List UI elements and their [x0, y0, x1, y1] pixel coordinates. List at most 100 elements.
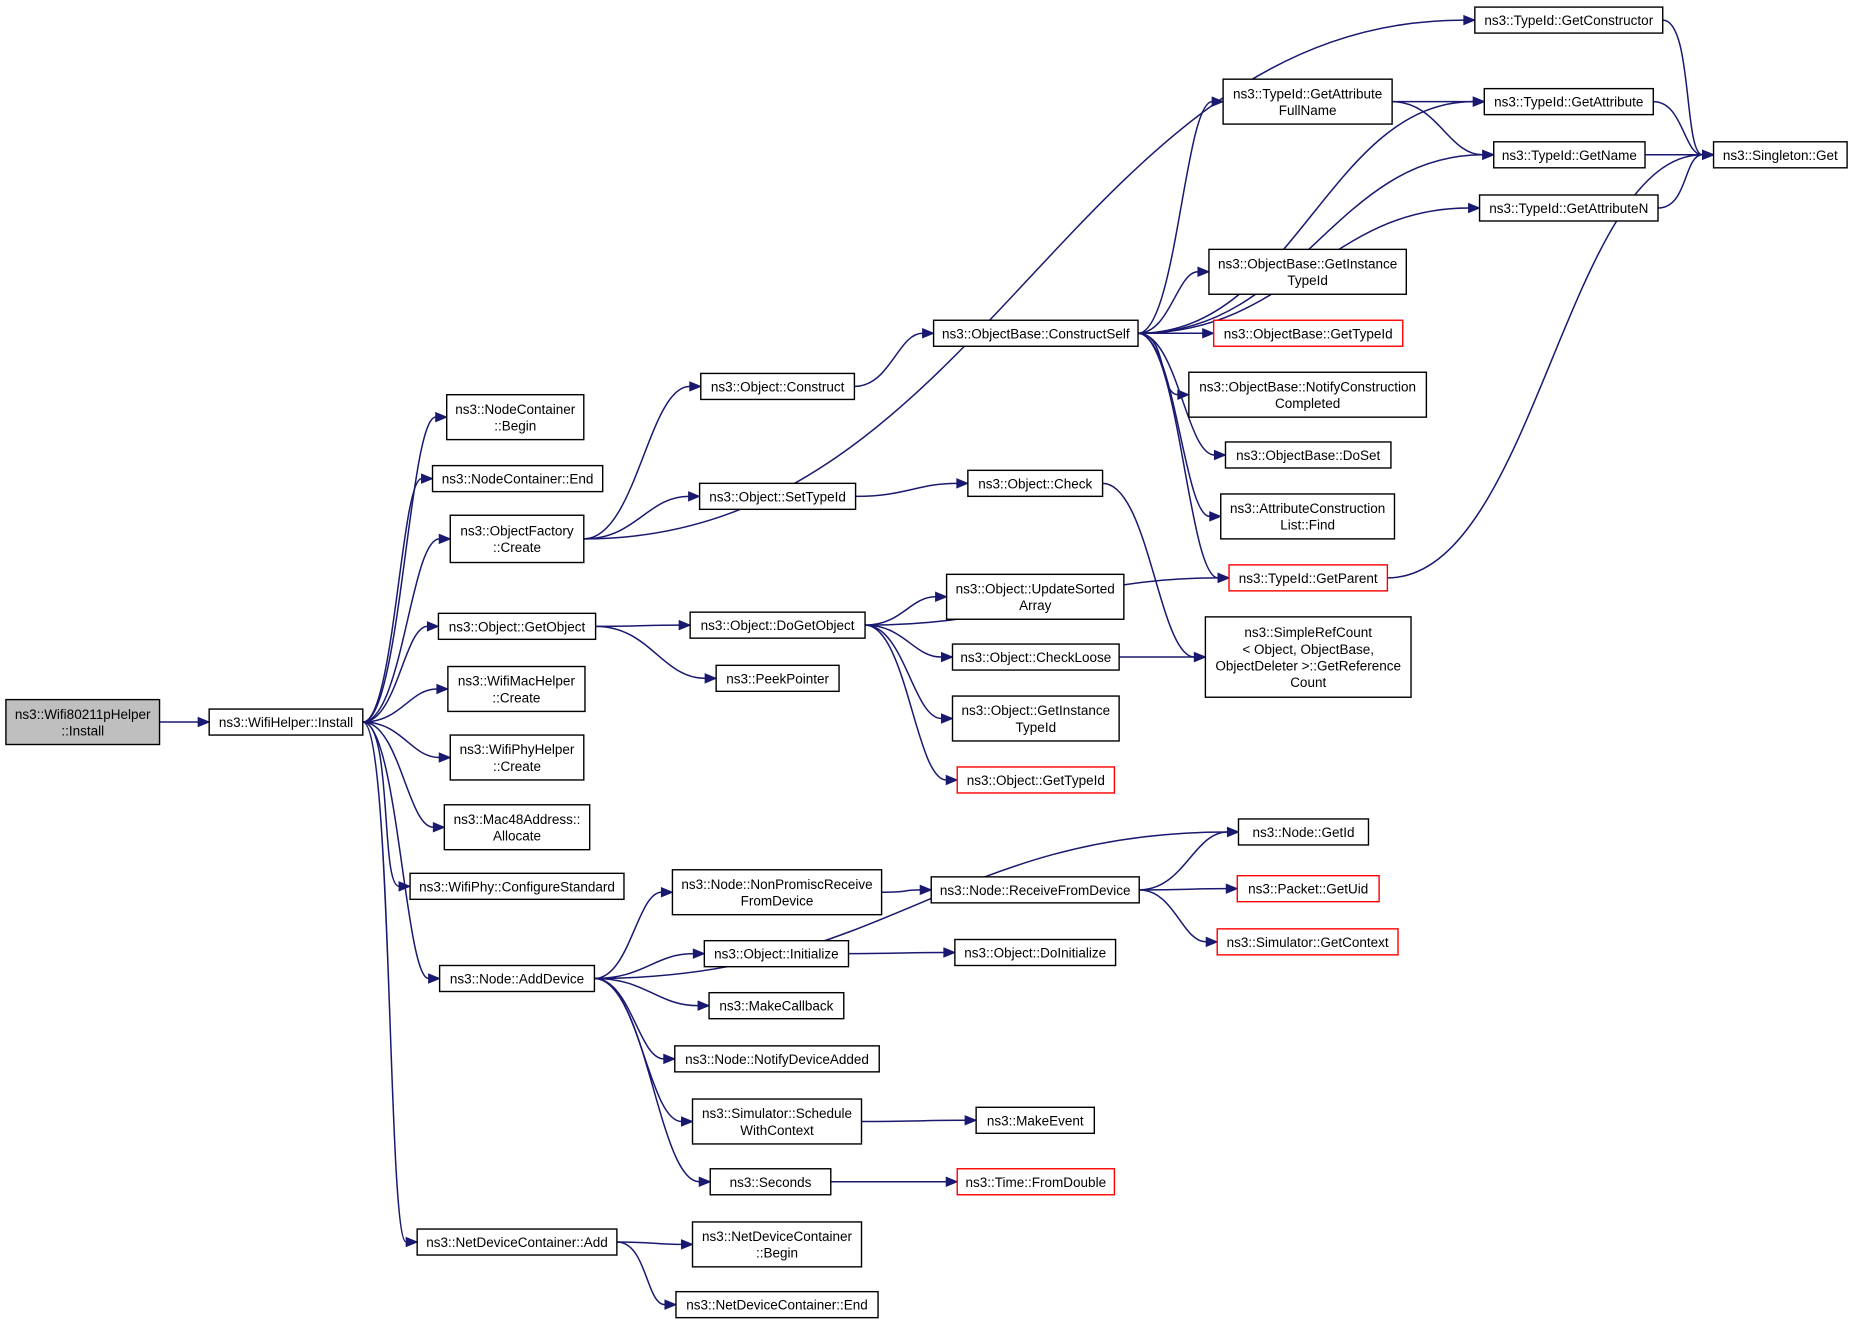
call-edges	[159, 14, 1715, 1310]
edge-object-dogetobject-to-object-updatesortedarray	[865, 596, 936, 626]
node-netdevicecontainer-end[interactable]: ns3::NetDeviceContainer::End	[675, 1290, 879, 1319]
function-nodes: ns3::Wifi80211pHelper::Install ns3::WifiH…	[5, 6, 1848, 1319]
node-box	[1220, 493, 1396, 540]
node-object-gettypeid[interactable]: ns3::Object::GetTypeId	[956, 766, 1116, 794]
node-objectbase-notifyconstructioncompleted[interactable]: ns3::ObjectBase::NotifyConstructionCompl…	[1188, 371, 1428, 418]
arrowhead	[438, 533, 452, 545]
edge-object-check-to-simplerefcount-getreferencecount	[1102, 482, 1195, 658]
node-box	[443, 804, 591, 851]
edge-objectfactory-create-to-object-settypeid	[583, 495, 689, 540]
node-box	[951, 643, 1120, 671]
node-box	[1228, 564, 1389, 592]
node-box	[1212, 319, 1404, 347]
node-object-construct[interactable]: ns3::Object::Construct	[700, 372, 856, 401]
edge-wifihelper-install-to-objectfactory-create	[362, 538, 440, 723]
node-box	[416, 1228, 618, 1256]
node-mac48address-allocate[interactable]: ns3::Mac48Address::Allocate	[443, 804, 591, 851]
node-box	[1474, 6, 1664, 34]
node-wifi80211p-install[interactable]: ns3::Wifi80211pHelper::Install	[5, 698, 161, 746]
node-simplerefcount-getreferencecount[interactable]: ns3::SimpleRefCount< Object, ObjectBase,…	[1204, 616, 1412, 698]
edge-object-construct-to-objectbase-constructself	[854, 332, 923, 388]
node-packet-getuid[interactable]: ns3::Packet::GetUid	[1236, 874, 1380, 903]
node-netdevicecontainer-begin[interactable]: ns3::NetDeviceContainer::Begin	[691, 1221, 863, 1268]
node-label: ns3::NetDeviceContainer::Add	[426, 1235, 608, 1250]
node-object-checkloose[interactable]: ns3::Object::CheckLoose	[951, 643, 1120, 671]
node-node-receivefromdevice[interactable]: ns3::Node::ReceiveFromDevice	[930, 876, 1140, 904]
arrowhead	[438, 752, 452, 763]
node-label: ns3::ObjectFactory	[460, 524, 574, 539]
edge-typeid-getattributefullname-to-typeid-getname	[1392, 100, 1483, 156]
node-box	[956, 766, 1116, 794]
node-label: ns3::Object::DoGetObject	[701, 618, 855, 633]
node-label: TypeId	[1016, 720, 1057, 735]
node-node-adddevice[interactable]: ns3::Node::AddDevice	[438, 964, 596, 993]
edge-objectfactory-create-to-object-construct	[583, 385, 690, 540]
node-label: ns3::Object::Construct	[711, 379, 845, 394]
node-box	[945, 573, 1125, 620]
arrowhead	[432, 821, 446, 833]
node-typeid-getattribute[interactable]: ns3::TypeId::GetAttribute	[1483, 87, 1654, 116]
node-objectfactory-create[interactable]: ns3::ObjectFactory::Create	[449, 514, 585, 564]
node-label: ::Create	[493, 759, 541, 774]
node-box	[1208, 248, 1407, 295]
node-label: ns3::Object::GetTypeId	[967, 773, 1105, 788]
node-label: ns3::NodeContainer::End	[442, 472, 594, 487]
node-object-initialize[interactable]: ns3::Object::Initialize	[703, 939, 850, 968]
node-nodecontainer-end[interactable]: ns3::NodeContainer::End	[431, 464, 604, 493]
edge-netdevicecontainer-add-to-netdevicecontainer-begin	[616, 1241, 682, 1246]
node-box	[674, 1045, 880, 1073]
node-label: WithContext	[740, 1123, 814, 1138]
node-node-getid[interactable]: ns3::Node::GetId	[1237, 818, 1370, 846]
node-objectbase-constructself[interactable]: ns3::ObjectBase::ConstructSelf	[932, 319, 1139, 347]
node-wifiphyhelper-create[interactable]: ns3::WifiPhyHelper::Create	[449, 734, 585, 781]
node-nodecontainer-begin[interactable]: ns3::NodeContainer::Begin	[446, 394, 585, 441]
edge-typeid-getattributen-to-singleton-get	[1657, 154, 1703, 209]
node-box	[409, 872, 625, 901]
node-netdevicecontainer-add[interactable]: ns3::NetDeviceContainer::Add	[416, 1228, 618, 1256]
node-typeid-getparent[interactable]: ns3::TypeId::GetParent	[1228, 564, 1389, 592]
node-node-notifydeviceadded[interactable]: ns3::Node::NotifyDeviceAdded	[674, 1045, 880, 1073]
edge-objectbase-constructself-to-attributeconstructionlist-find	[1137, 332, 1210, 518]
arrowhead	[663, 1053, 677, 1065]
node-simulator-getcontext[interactable]: ns3::Simulator::GetContext	[1216, 928, 1399, 956]
node-singleton-get[interactable]: ns3::Singleton::Get	[1712, 141, 1848, 169]
edge-node-adddevice-to-object-initialize	[594, 952, 694, 980]
node-makecallback[interactable]: ns3::MakeCallback	[708, 991, 845, 1020]
node-object-getobject[interactable]: ns3::Object::GetObject	[437, 612, 597, 641]
edge-objectbase-constructself-to-objectbase-notifyconstructioncompleted	[1137, 332, 1179, 396]
node-box	[1204, 616, 1412, 698]
arrowhead	[697, 1000, 711, 1011]
arrowhead	[1213, 449, 1227, 461]
node-objectbase-gettypeid[interactable]: ns3::ObjectBase::GetTypeId	[1212, 319, 1404, 347]
node-typeid-getname[interactable]: ns3::TypeId::GetName	[1493, 141, 1646, 169]
node-wifiphy-configurestandard[interactable]: ns3::WifiPhy::ConfigureStandard	[409, 872, 625, 901]
node-object-settypeid[interactable]: ns3::Object::SetTypeId	[698, 482, 857, 511]
node-makeevent[interactable]: ns3::MakeEvent	[975, 1106, 1096, 1135]
node-typeid-getconstructor[interactable]: ns3::TypeId::GetConstructor	[1474, 6, 1664, 34]
arrowhead	[436, 683, 450, 695]
node-object-check[interactable]: ns3::Object::Check	[967, 469, 1104, 498]
node-box	[1712, 141, 1848, 169]
node-objectbase-doset[interactable]: ns3::ObjectBase::DoSet	[1224, 441, 1392, 469]
node-label: ns3::TypeId::GetAttributeN	[1489, 201, 1648, 216]
node-seconds[interactable]: ns3::Seconds	[709, 1168, 832, 1196]
node-object-dogetobject[interactable]: ns3::Object::DoGetObject	[689, 611, 866, 639]
node-typeid-getattributen[interactable]: ns3::TypeId::GetAttributeN	[1478, 194, 1659, 222]
edge-wifihelper-install-to-wifimachelper-create	[362, 688, 437, 723]
node-object-doinitialize[interactable]: ns3::Object::DoInitialize	[954, 938, 1117, 967]
node-wifimachelper-create[interactable]: ns3::WifiMacHelper::Create	[447, 665, 586, 713]
node-time-fromdouble[interactable]: ns3::Time::FromDouble	[956, 1168, 1116, 1196]
edge-node-adddevice-to-makecallback	[594, 977, 699, 1007]
node-wifihelper-install[interactable]: ns3::WifiHelper::Install	[208, 708, 364, 736]
arrowhead	[945, 1176, 959, 1188]
node-peekpointer[interactable]: ns3::PeekPointer	[715, 664, 840, 693]
arrowhead	[1468, 202, 1481, 214]
